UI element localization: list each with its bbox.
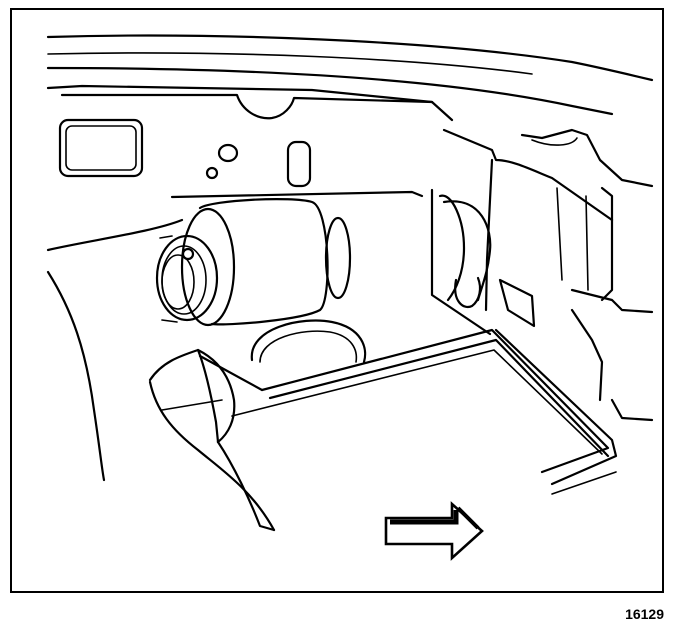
right-bracket [430, 128, 654, 422]
figure-reference-number: 16129 [625, 606, 664, 622]
left-flap [46, 270, 276, 532]
small-hole [205, 166, 219, 180]
rectangular-opening [58, 118, 144, 178]
rear-wall-panel [46, 93, 454, 252]
slot-opening [286, 140, 312, 188]
technical-illustration [46, 34, 654, 561]
direction-arrow-icon [384, 501, 484, 561]
illustration-frame [10, 8, 664, 593]
tray-opening [198, 328, 618, 495]
rectangular-opening-inner [65, 125, 137, 171]
small-hole [217, 143, 239, 163]
top-panel-lines [46, 34, 654, 116]
cylindrical-component [155, 190, 424, 327]
circular-recess [250, 319, 367, 364]
